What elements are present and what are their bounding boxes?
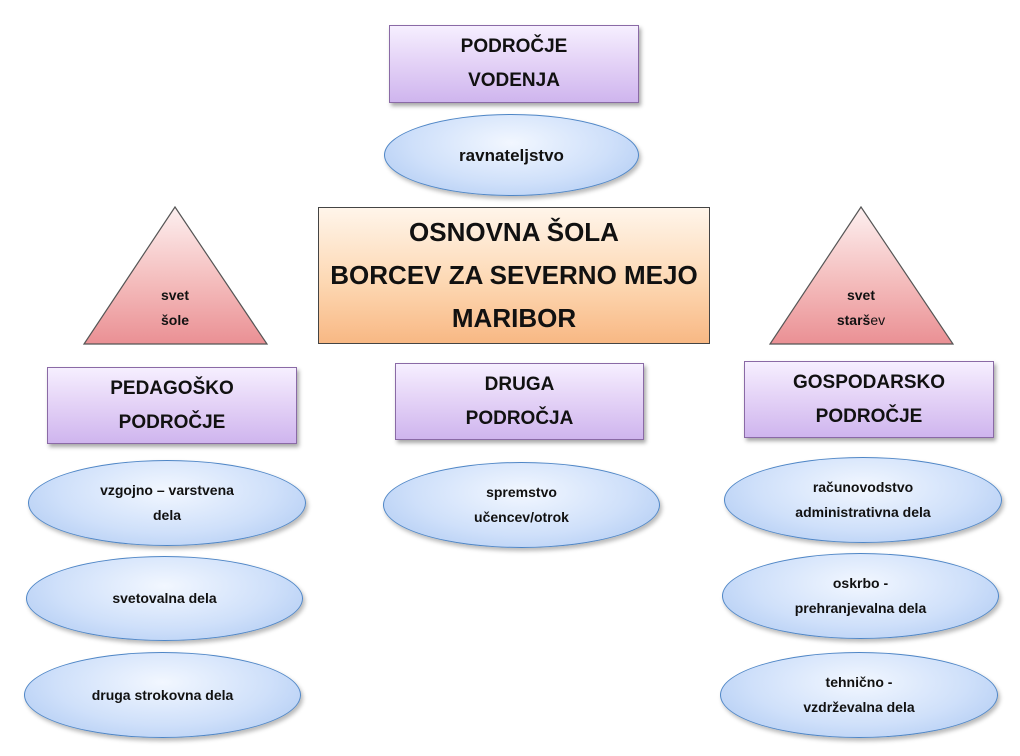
catering-line1: oskrbo - xyxy=(832,575,889,591)
other-professional-label: druga strokovna dela xyxy=(91,686,234,703)
parents-council-label: svet staršev xyxy=(811,283,911,333)
pedagogical-area-line1: PEDAGOŠKO xyxy=(110,377,234,399)
school-name-line1: OSNOVNA ŠOLA xyxy=(409,217,619,247)
pedagogical-area-line2: PODROČJE xyxy=(118,411,226,433)
school-name-box: OSNOVNA ŠOLA BORCEV ZA SEVERNO MEJO MARI… xyxy=(318,207,710,344)
maintenance-line2: vzdrževalna dela xyxy=(803,699,915,715)
principal-label: ravnateljstvo xyxy=(459,145,564,165)
list-item-other-professional: druga strokovna dela xyxy=(24,652,301,738)
other-areas-line1: DRUGA xyxy=(484,373,555,395)
maintenance-line1: tehnično - xyxy=(825,674,893,690)
parents-council-line2: staršev xyxy=(811,308,911,333)
school-council-line2: šole xyxy=(160,312,189,328)
leadership-area-line1: PODROČJE xyxy=(460,36,568,57)
list-item-care-work: vzgojno – varstvena dela xyxy=(28,460,306,546)
other-areas-line2: PODROČJA xyxy=(465,407,574,429)
parents-council-line2-light: ev xyxy=(870,312,886,328)
catering-line2: prehranjevalna dela xyxy=(794,600,927,616)
school-council-label: svet šole xyxy=(125,283,225,333)
school-name-line2: BORCEV ZA SEVERNO MEJO xyxy=(330,260,698,290)
economic-area-line2: PODROČJE xyxy=(815,405,923,427)
list-item-accounting: računovodstvo administrativna dela xyxy=(724,457,1002,543)
leadership-area-box: PODROČJE VODENJA xyxy=(389,25,639,103)
economic-area-box: GOSPODARSKO PODROČJE xyxy=(744,361,994,438)
pedagogical-area-box: PEDAGOŠKO PODROČJE xyxy=(47,367,297,444)
leadership-area-line2: VODENJA xyxy=(468,70,560,91)
care-work-line2: dela xyxy=(152,507,181,523)
school-name-line3: MARIBOR xyxy=(451,303,577,333)
school-council-line1: svet xyxy=(160,287,190,303)
escort-line1: spremstvo xyxy=(486,484,557,500)
list-item-counseling: svetovalna dela xyxy=(26,556,303,641)
other-areas-box: DRUGA PODROČJA xyxy=(395,363,644,440)
principal-ellipse: ravnateljstvo xyxy=(384,114,639,196)
accounting-line1: računovodstvo xyxy=(812,479,914,495)
list-item-escort: spremstvo učencev/otrok xyxy=(383,462,660,548)
list-item-maintenance: tehnično - vzdrževalna dela xyxy=(720,652,998,738)
list-item-catering: oskrbo - prehranjevalna dela xyxy=(722,553,999,639)
parents-council-line2-bold: starš xyxy=(836,312,871,328)
care-work-line1: vzgojno – varstvena xyxy=(100,482,234,498)
parents-council-triangle xyxy=(768,205,955,345)
economic-area-line1: GOSPODARSKO xyxy=(792,371,946,393)
accounting-line2: administrativna dela xyxy=(795,504,931,520)
escort-line2: učencev/otrok xyxy=(474,509,569,525)
parents-council-line1: svet xyxy=(846,287,876,303)
counseling-label: svetovalna dela xyxy=(112,590,217,606)
school-council-triangle xyxy=(82,205,269,345)
